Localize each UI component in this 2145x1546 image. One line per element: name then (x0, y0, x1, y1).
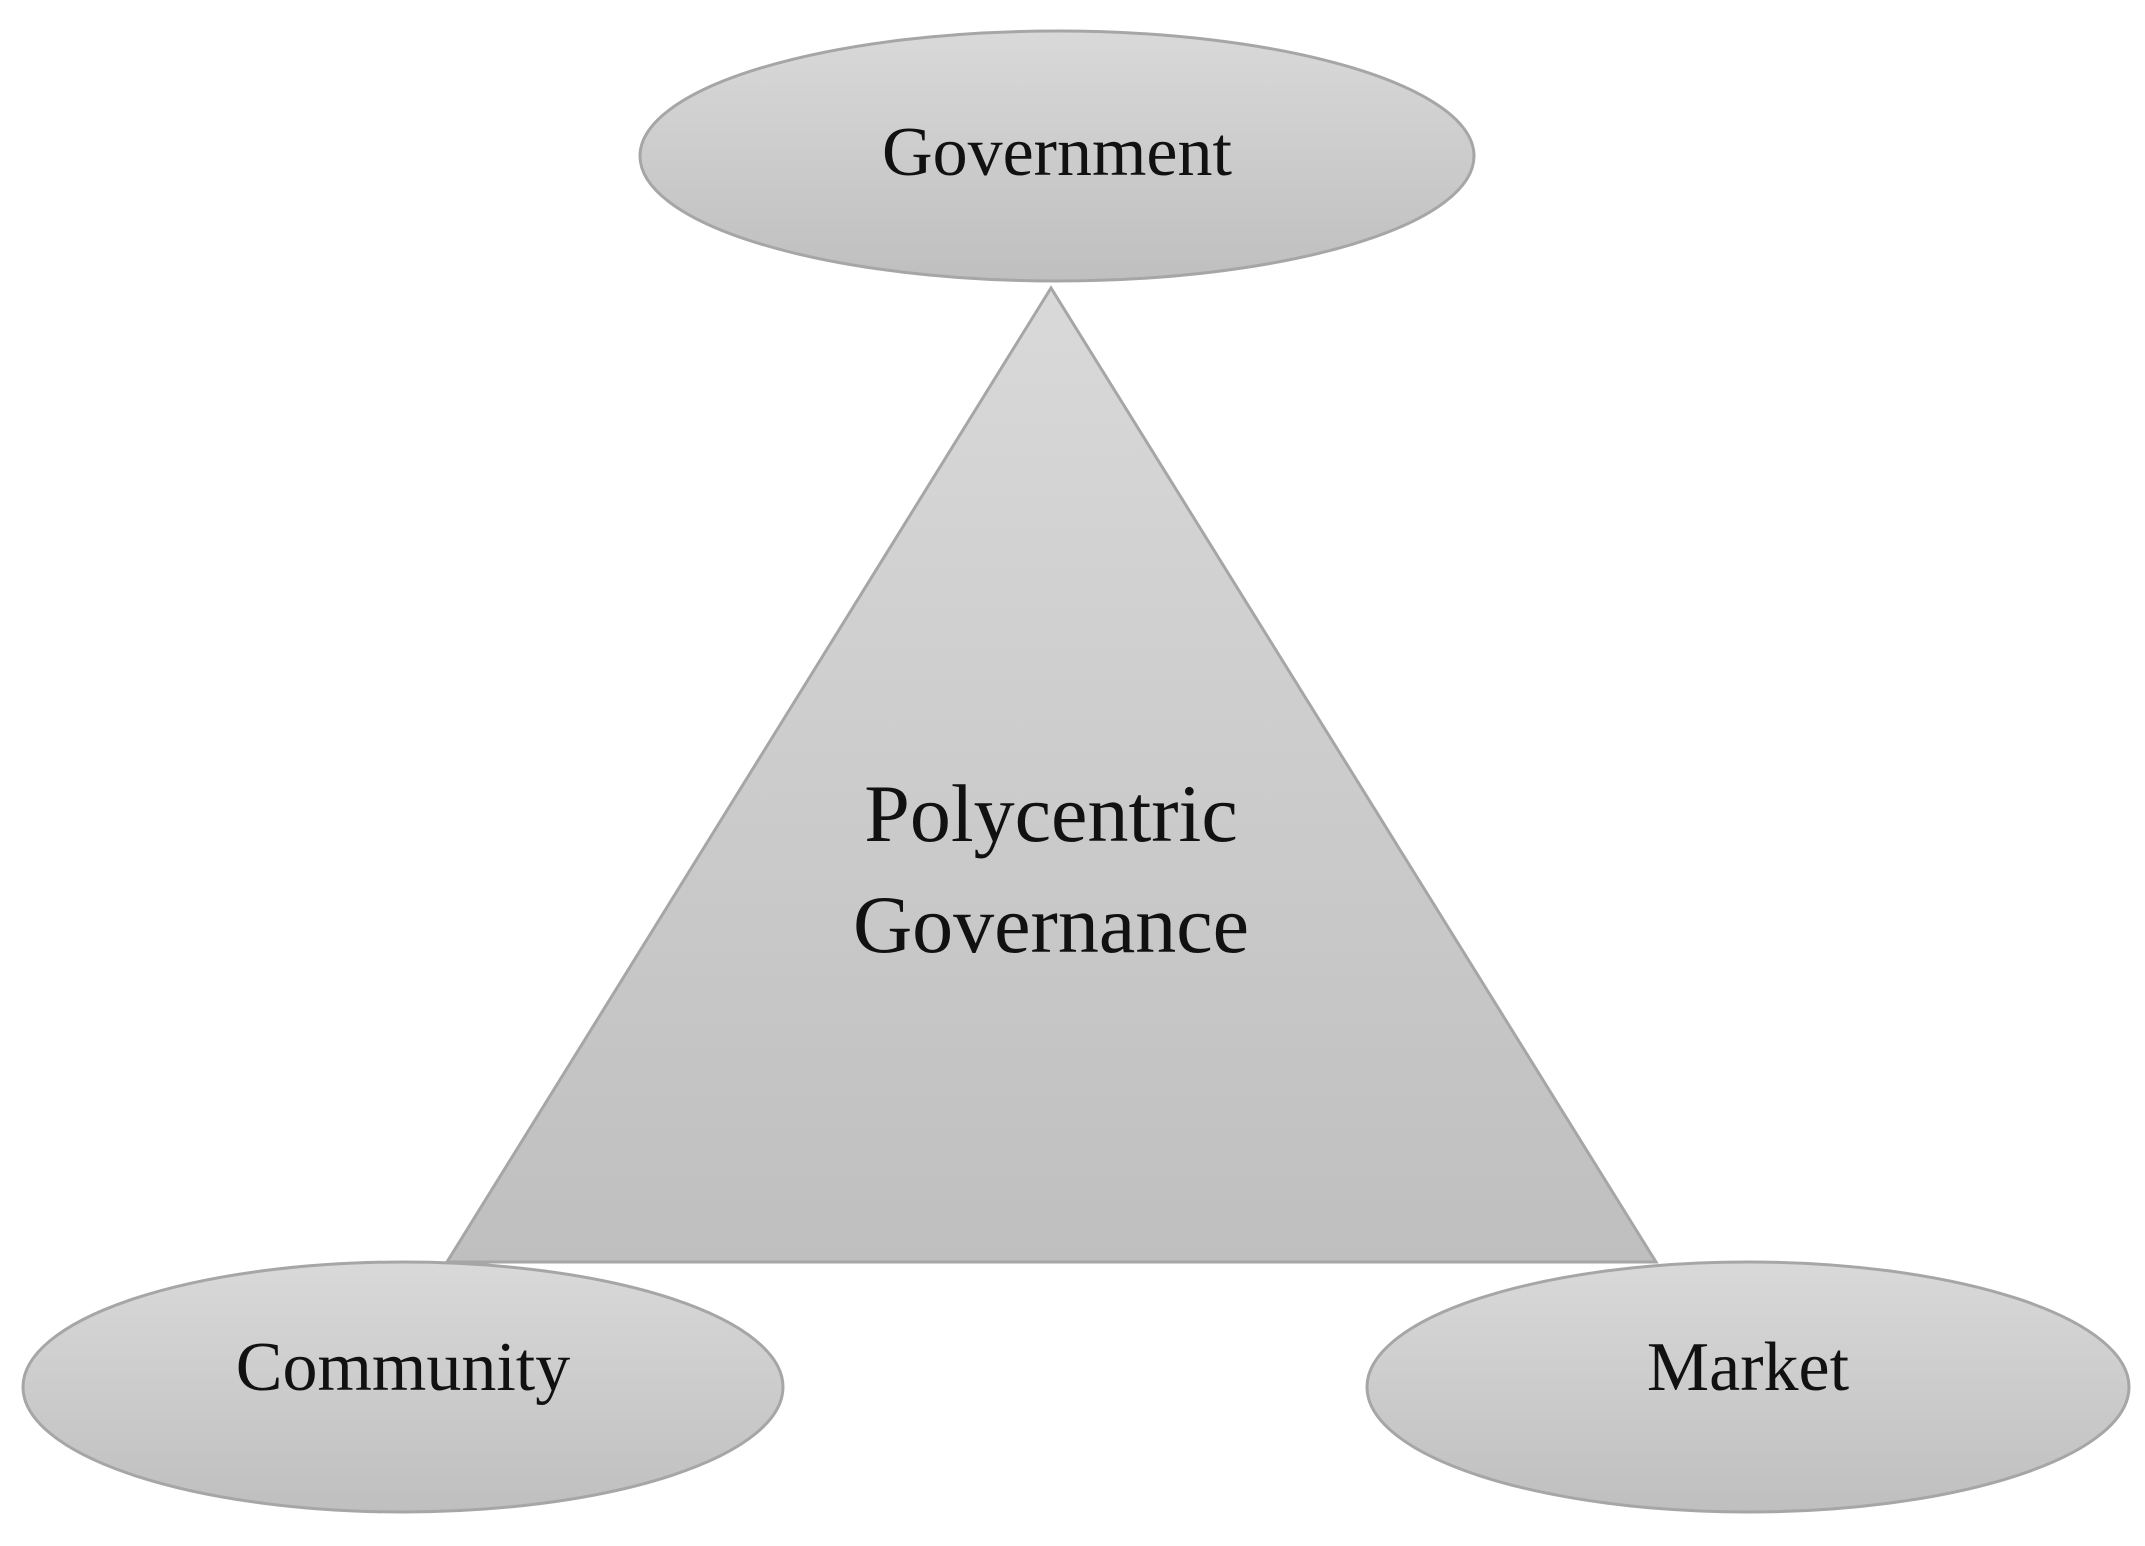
center-triangle (444, 285, 1659, 1264)
government-label: Government (882, 114, 1232, 191)
community-label: Community (236, 1329, 570, 1406)
government-ellipse (638, 29, 1476, 283)
center-label-line-1: Polycentric (864, 768, 1237, 859)
market-ellipse (1365, 1260, 2131, 1514)
market-label: Market (1647, 1329, 1850, 1406)
center-label-line-2: Governance (853, 879, 1249, 970)
community-ellipse (21, 1260, 785, 1514)
